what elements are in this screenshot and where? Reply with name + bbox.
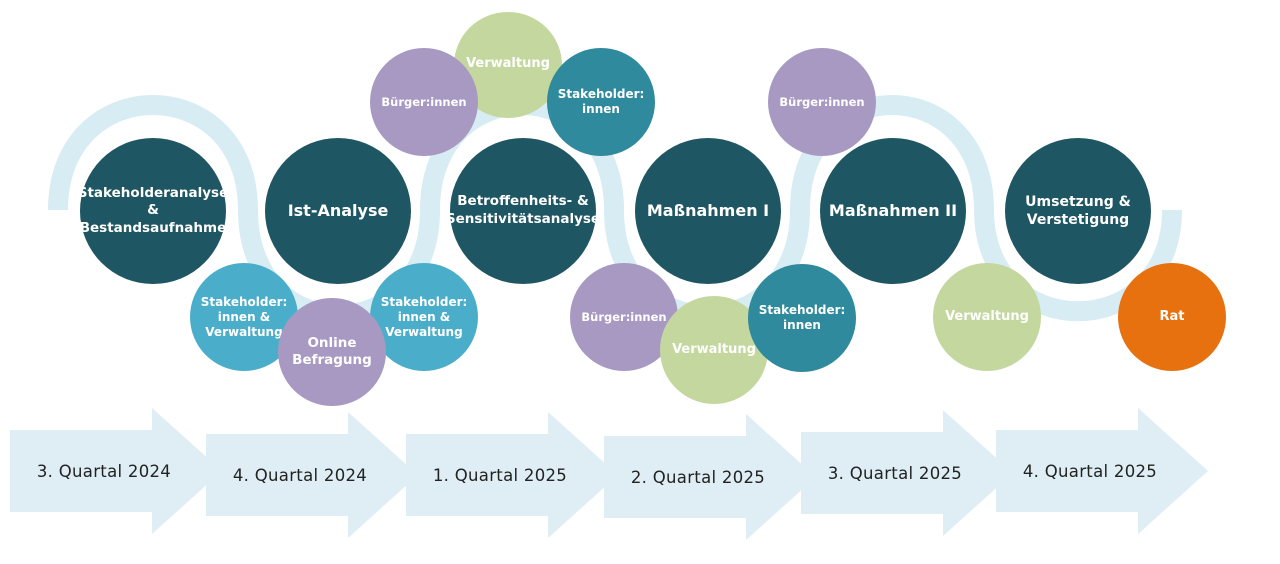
- participant-stakeholder: Stakeholder: innen: [547, 48, 655, 156]
- phase-ist-analyse: Ist-Analyse: [265, 138, 411, 284]
- phase-massnahmen-1: Maßnahmen I: [635, 138, 781, 284]
- participant-online-befragung: Online Befragung: [278, 298, 386, 406]
- participant-buerger: Bürger:innen: [370, 48, 478, 156]
- arrow-shape: [801, 410, 1013, 536]
- participant-verwaltung-2: Verwaltung: [660, 296, 768, 404]
- participant-stakeholder-verwaltung-b: Stakeholder: innen & Verwaltung: [370, 263, 478, 371]
- quarter-label: 3. Quartal 2025: [827, 463, 963, 483]
- quarter-label: 2. Quartal 2025: [630, 467, 766, 487]
- participant-buerger-2: Bürger:innen: [768, 48, 876, 156]
- phase-massnahmen-2: Maßnahmen II: [820, 138, 966, 284]
- phase-umsetzung-label: Umsetzung & Verstetigung: [1025, 193, 1131, 228]
- phase-ist-analyse-label: Ist-Analyse: [287, 200, 389, 220]
- phase-umsetzung: Umsetzung & Verstetigung: [1005, 138, 1151, 284]
- phase-stakeholderanalyse-label: Stakeholderanalyse & Bestandsaufnahme: [77, 184, 229, 236]
- timeline-arrow-q3-2025: 3. Quartal 2025: [801, 410, 1013, 536]
- quarter-label: 4. Quartal 2024: [232, 465, 368, 485]
- quarter-label: 4. Quartal 2025: [1022, 461, 1158, 481]
- phase-stakeholderanalyse: Stakeholderanalyse & Bestandsaufnahme: [77, 138, 229, 284]
- phase-massnahmen-2-label: Maßnahmen II: [828, 200, 958, 220]
- timeline-arrow-q4-2025: 4. Quartal 2025: [996, 408, 1208, 534]
- timeline-arrow-q4-2024: 4. Quartal 2024: [206, 412, 418, 538]
- participant-stakeholder-2: Stakeholder: innen: [748, 264, 856, 372]
- timeline-arrow-q2-2025: 2. Quartal 2025: [604, 414, 816, 540]
- phase-betroffenheitsanalyse-label: Betroffenheits- & Sensitivitätsanalyse: [445, 193, 601, 227]
- phase-massnahmen-1-label: Maßnahmen I: [646, 200, 770, 220]
- arrow-shape: [996, 408, 1208, 534]
- timeline-arrow-q3-2024: 3. Quartal 2024: [10, 408, 222, 534]
- arrow-shape: [10, 408, 222, 534]
- quarter-label: 3. Quartal 2024: [36, 461, 172, 481]
- timeline-arrow-q1-2025: 1. Quartal 2025: [406, 412, 618, 538]
- arrow-shape: [206, 412, 418, 538]
- arrow-shape: [604, 414, 816, 540]
- participant-verwaltung-3: Verwaltung: [933, 263, 1041, 371]
- arrow-shape: [406, 412, 618, 538]
- phase-betroffenheitsanalyse: Betroffenheits- & Sensitivitätsanalyse: [446, 138, 600, 284]
- participant-rat: Rat: [1118, 263, 1226, 371]
- quarter-label: 1. Quartal 2025: [432, 465, 568, 485]
